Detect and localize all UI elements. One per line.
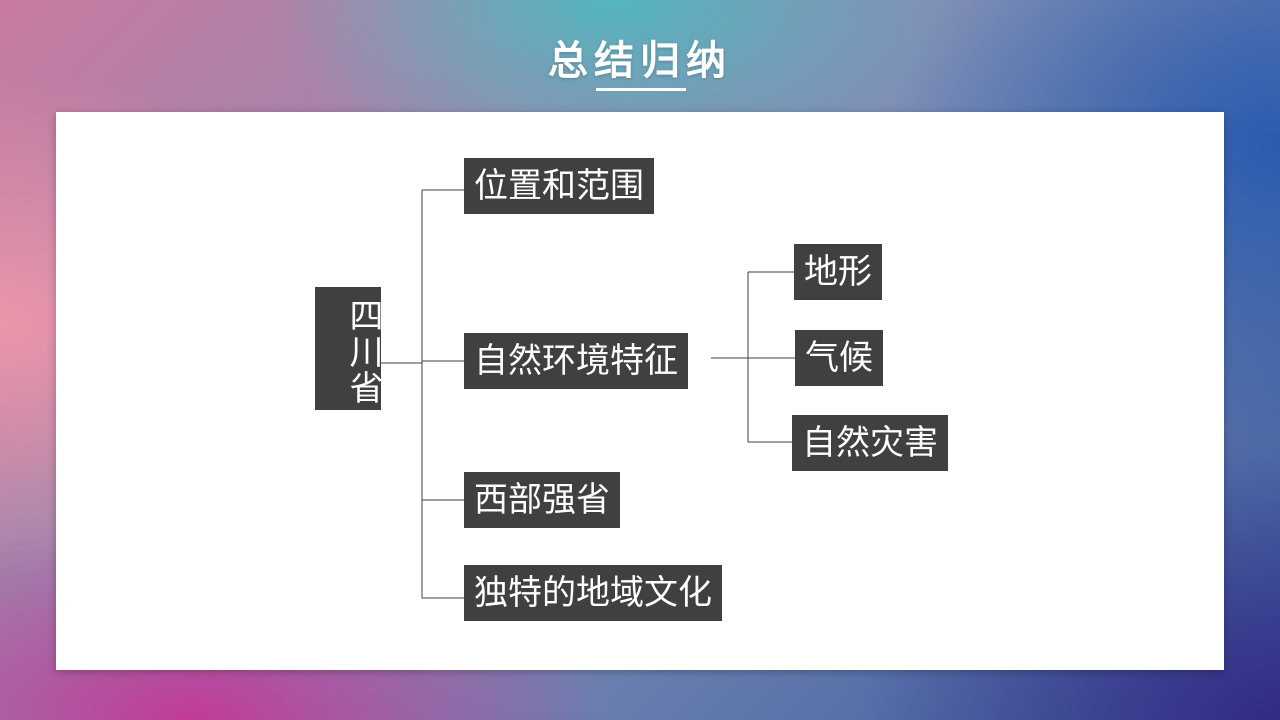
branch-node-location: 位置和范围 bbox=[464, 158, 654, 214]
branch-node-regional-culture: 独特的地域文化 bbox=[464, 565, 722, 621]
branch-node-natural-environment: 自然环境特征 bbox=[464, 333, 688, 389]
sub-node-climate: 气候 bbox=[795, 330, 883, 386]
root-node: 四川省 bbox=[315, 287, 383, 410]
title-underline bbox=[596, 88, 686, 91]
branch-node-western-province: 西部强省 bbox=[464, 472, 620, 528]
sub-node-terrain: 地形 bbox=[794, 244, 882, 300]
page-title: 总结归纳 bbox=[548, 38, 732, 84]
sub-node-natural-disasters: 自然灾害 bbox=[792, 415, 948, 471]
